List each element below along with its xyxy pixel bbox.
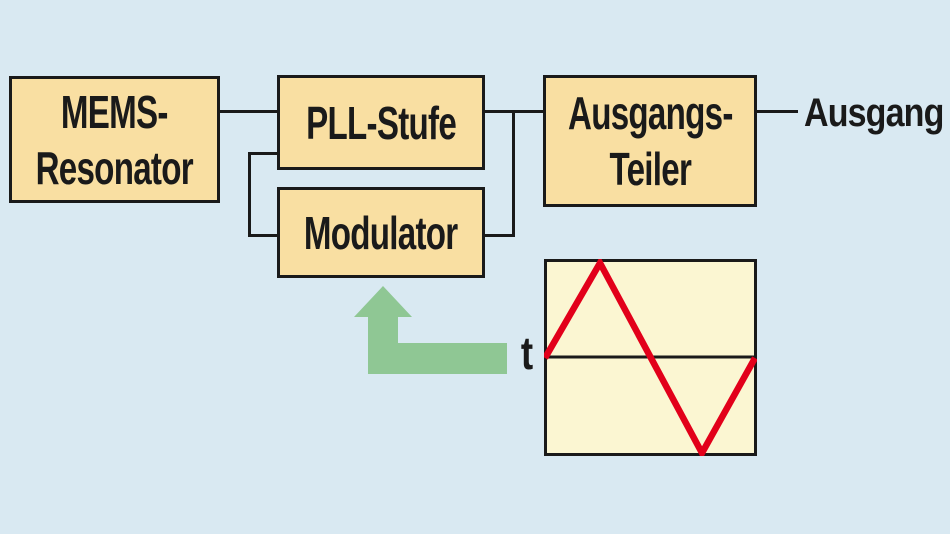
wire-mems-to-pll — [218, 110, 279, 113]
wire-left-loop-top — [248, 152, 279, 155]
block-ausgangs-teiler: Ausgangs- Teiler — [543, 75, 757, 207]
block-modulator-label: Modulator — [304, 205, 458, 261]
wire-right-branch-stub — [483, 234, 515, 237]
block-mems-resonator-label-line2: Resonator — [35, 141, 194, 194]
wire-right-branch-vertical — [512, 110, 515, 237]
output-label: Ausgang — [804, 91, 944, 135]
block-pll-stufe-label-line1: PLL-Stufe — [306, 96, 457, 149]
block-mems-resonator-label: MEMS- Resonator — [35, 84, 194, 196]
block-ausgangs-teiler-label-line1: Ausgangs- — [567, 87, 733, 139]
block-modulator: Modulator — [277, 187, 485, 278]
block-ausgangs-teiler-label: Ausgangs- Teiler — [568, 85, 733, 197]
block-mems-resonator: MEMS- Resonator — [9, 76, 220, 203]
block-modulator-label-line1: Modulator — [304, 206, 458, 259]
time-axis-label: t — [520, 327, 534, 379]
block-pll-stufe-label: PLL-Stufe — [306, 95, 457, 151]
block-pll-stufe: PLL-Stufe — [277, 75, 485, 170]
wire-teiler-to-output — [755, 110, 798, 113]
wire-left-loop-bottom — [248, 234, 279, 237]
modulation-input-arrow-icon — [354, 286, 507, 374]
triangle-waveform-icon — [544, 259, 757, 456]
wire-left-loop-vertical — [248, 152, 251, 237]
block-mems-resonator-label-line1: MEMS- — [61, 85, 169, 138]
block-ausgangs-teiler-label-line2: Teiler — [609, 143, 691, 195]
